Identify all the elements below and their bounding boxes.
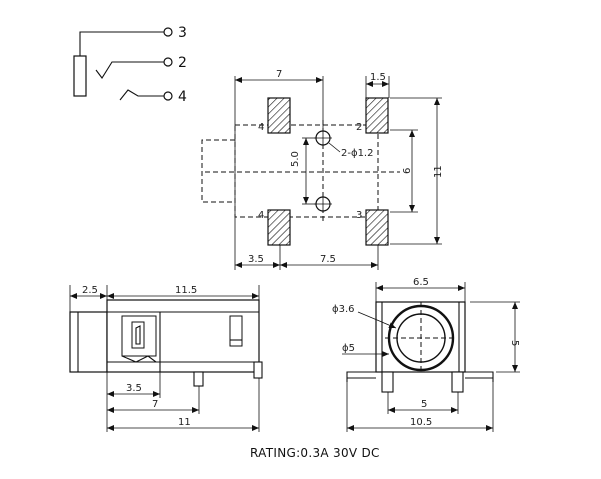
pad-top-left [267,97,291,134]
pad-bottom-left [267,209,291,246]
dim-height-total: 11 [433,165,444,178]
pin-label-4: 4 [178,89,187,105]
pin-label-3: 3 [178,25,187,41]
pcb-footprint: 7 1.5 11 6 5.0 2-ϕ1.2 [201,69,444,270]
dim-outer-dia: ϕ3.6 [332,304,355,315]
pin-label-2: 2 [178,55,187,71]
dim-pin-span: 5 [421,399,427,410]
dim-bottom-right: 7.5 [320,254,336,265]
pad-number-bottom-right: 3 [356,210,362,221]
pad-number-top-left: 4 [258,122,264,133]
pad-top-right [365,97,389,134]
dim-pad-pitch: 6 [402,168,413,174]
dim-inner-dia: ϕ5 [342,343,355,354]
pad-bottom-right [365,209,389,246]
dim-overall-width: 10.5 [410,417,432,428]
pad-number-top-right: 2 [356,122,362,133]
dim-body: 11.5 [175,285,197,296]
dim-bottom-left: 3.5 [248,254,264,265]
dim-hole: 2-ϕ1.2 [341,148,373,159]
dim-top-width: 6.5 [413,277,429,288]
dim-overall: 11 [178,417,191,428]
front-view: 6.5 5 ϕ3.6 ϕ5 5 10.5 [332,277,520,432]
side-view: 2.5 11.5 3.5 7 11 [69,285,263,432]
dim-pin-a: 3.5 [126,383,142,394]
schematic-symbol: 3 2 4 [73,25,187,105]
dim-pin-b: 7 [152,399,158,410]
dim-width-top: 7 [276,69,282,80]
dim-pad-width: 1.5 [370,72,386,83]
pad-number-bottom-left: 4 [258,210,264,221]
dim-nose: 2.5 [82,285,98,296]
dim-height-inner: 5.0 [290,151,301,167]
rating-text: RATING:0.3A 30V DC [250,446,380,460]
dim-height: 5 [509,340,520,346]
